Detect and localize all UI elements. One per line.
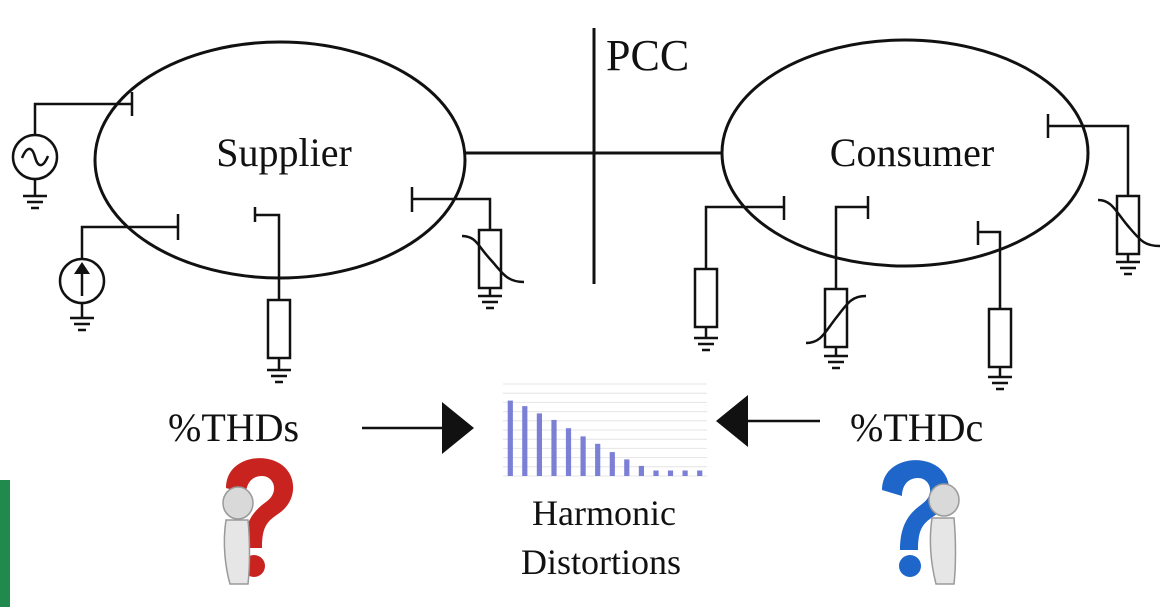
- consumer-nonlinear-load-middle: [805, 196, 870, 370]
- harmonic-bar: [507, 400, 513, 476]
- harmonic-bar: [653, 470, 659, 476]
- thd-consumer-label: %THDc: [850, 405, 983, 450]
- question-figure-icon: [882, 460, 960, 585]
- harmonic-bar: [682, 470, 688, 476]
- harmonic-bar: [536, 413, 542, 476]
- edge-accent: [0, 480, 10, 607]
- harmonic-bar: [522, 406, 528, 476]
- supplier-label: Supplier: [216, 130, 352, 175]
- thd-supplier-label: %THDs: [168, 405, 299, 450]
- supplier-nonlinear-load: [410, 187, 525, 310]
- consumer-nonlinear-load-right: [1046, 114, 1161, 276]
- ground-icon: [267, 358, 291, 384]
- harmonic-bar: [595, 443, 601, 476]
- resistor-icon: [987, 307, 1013, 369]
- harmonic-label-line1: Harmonic: [532, 493, 676, 533]
- supplier-linear-load: [253, 207, 292, 384]
- current-source-icon: [58, 257, 106, 305]
- harmonic-bar: [565, 428, 572, 476]
- consumer-area-ellipse: [720, 38, 1090, 268]
- pcc-label: PCC: [606, 31, 689, 80]
- consumer-linear-load-left: [693, 196, 786, 352]
- ac-source-icon: [11, 133, 59, 181]
- harmonic-bar: [624, 459, 630, 476]
- consumer-linear-load-right: [976, 221, 1013, 391]
- resistor-icon: [266, 298, 292, 360]
- arrow-icon: [716, 395, 820, 447]
- harmonic-bar: [697, 470, 703, 476]
- ground-icon: [1116, 254, 1140, 276]
- harmonic-bar: [609, 452, 615, 476]
- current-source-branch: [58, 214, 180, 332]
- ground-icon: [824, 347, 848, 370]
- ground-icon: [70, 303, 94, 332]
- harmonic-bar: [667, 470, 674, 476]
- arrow-icon: [362, 402, 474, 454]
- ground-icon: [694, 327, 718, 352]
- harmonic-spectrum-chart: [503, 383, 707, 477]
- resistor-icon: [693, 267, 719, 329]
- question-figure-icon: [222, 458, 294, 585]
- harmonic-bar: [551, 419, 557, 476]
- ac-source-branch: [11, 92, 134, 210]
- ground-icon: [23, 179, 47, 210]
- harmonic-bar: [580, 436, 586, 476]
- harmonic-label-line2: Distortions: [521, 542, 681, 582]
- ground-icon: [478, 288, 502, 310]
- ground-icon: [988, 367, 1012, 391]
- harmonic-bar: [638, 465, 644, 476]
- consumer-label: Consumer: [830, 130, 994, 175]
